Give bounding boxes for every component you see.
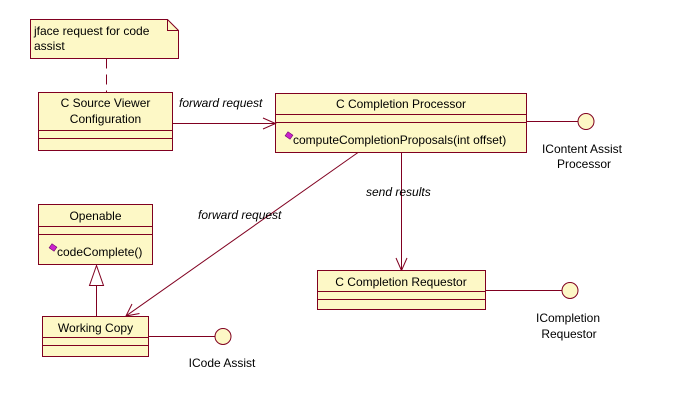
association-label-forward-request: forward request bbox=[179, 96, 263, 110]
interface-name-line-2: Requestor bbox=[541, 327, 596, 341]
operation-signature: codeComplete() bbox=[57, 245, 142, 259]
operation-row[interactable]: computeCompletionProposals(int offset) bbox=[284, 131, 506, 147]
interface-name-line-1: IContent Assist bbox=[542, 142, 623, 156]
interface-name-line-2: Processor bbox=[557, 157, 611, 171]
interface-content-assist-processor[interactable]: IContent Assist Processor bbox=[542, 113, 623, 172]
navigable-arrowhead bbox=[125, 303, 140, 317]
interface-lollipop-icon bbox=[561, 282, 579, 299]
class-name: Openable bbox=[69, 209, 121, 223]
class-name-line-1: C Source Viewer bbox=[61, 96, 151, 110]
class-working-copy[interactable]: Working Copy bbox=[42, 316, 149, 357]
class-openable[interactable]: Openable codeComplete() bbox=[38, 204, 153, 265]
interface-lollipop-icon bbox=[214, 328, 232, 345]
class-name: C Completion Processor bbox=[336, 97, 466, 111]
class-name-line-2: Configuration bbox=[70, 112, 141, 126]
association-label-send-results: send results bbox=[366, 185, 431, 199]
public-operation-icon bbox=[284, 131, 294, 140]
public-operation-icon bbox=[48, 243, 58, 252]
class-completion-requestor[interactable]: C Completion Requestor bbox=[317, 270, 486, 310]
navigable-arrowhead bbox=[262, 117, 277, 130]
note-fold bbox=[167, 19, 179, 31]
interface-name: ICode Assist bbox=[189, 356, 256, 370]
interface-completion-requestor[interactable]: ICompletion Requestor bbox=[536, 282, 600, 342]
interface-lollipop-icon bbox=[577, 113, 595, 130]
generalization-arrowhead bbox=[88, 263, 105, 286]
interface-name-line-1: ICompletion bbox=[536, 311, 600, 325]
note-text-line-2: assist bbox=[34, 39, 65, 53]
class-box bbox=[42, 316, 149, 357]
note-body bbox=[30, 19, 179, 59]
operation-signature: computeCompletionProposals(int offset) bbox=[293, 133, 506, 147]
operation-row[interactable]: codeComplete() bbox=[48, 243, 142, 259]
class-box bbox=[38, 92, 173, 151]
class-source-viewer-configuration[interactable]: C Source Viewer Configuration bbox=[38, 92, 173, 151]
association-label-forward-request-2: forward request bbox=[198, 208, 282, 222]
class-name: Working Copy bbox=[58, 321, 133, 335]
association-line-forward-request-2 bbox=[125, 152, 359, 317]
note-text-line-1: jface request for code bbox=[33, 24, 150, 38]
note[interactable]: jface request for code assist bbox=[30, 19, 179, 59]
interface-code-assist[interactable]: ICode Assist bbox=[189, 328, 256, 371]
class-name: C Completion Requestor bbox=[335, 275, 466, 289]
class-completion-processor[interactable]: C Completion Processor computeCompletion… bbox=[275, 93, 527, 153]
